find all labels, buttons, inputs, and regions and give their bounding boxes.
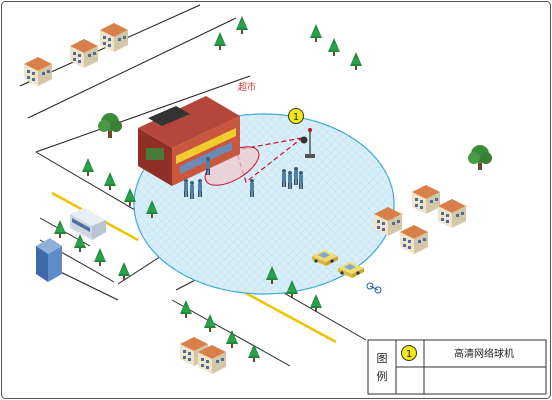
svg-text:1: 1 (293, 112, 299, 123)
road-centerline-bottom (239, 288, 337, 344)
bus (70, 208, 106, 240)
bicycle (366, 282, 382, 294)
apartment-tower (36, 238, 62, 282)
legend-title-line1: 图 (377, 352, 388, 365)
dome-camera (300, 128, 315, 158)
legend-item-label: 高清网络球机 (454, 347, 514, 360)
building-label: 超市 (238, 81, 256, 93)
legend: 图 例 1 高清网络球机 (367, 339, 547, 395)
legend-marker-icon (401, 345, 417, 361)
legend-marker-text: 1 (406, 349, 412, 360)
legend-title-line2: 例 (377, 369, 388, 383)
supermarket-building (138, 96, 240, 186)
camera-marker: 1 (288, 108, 304, 124)
